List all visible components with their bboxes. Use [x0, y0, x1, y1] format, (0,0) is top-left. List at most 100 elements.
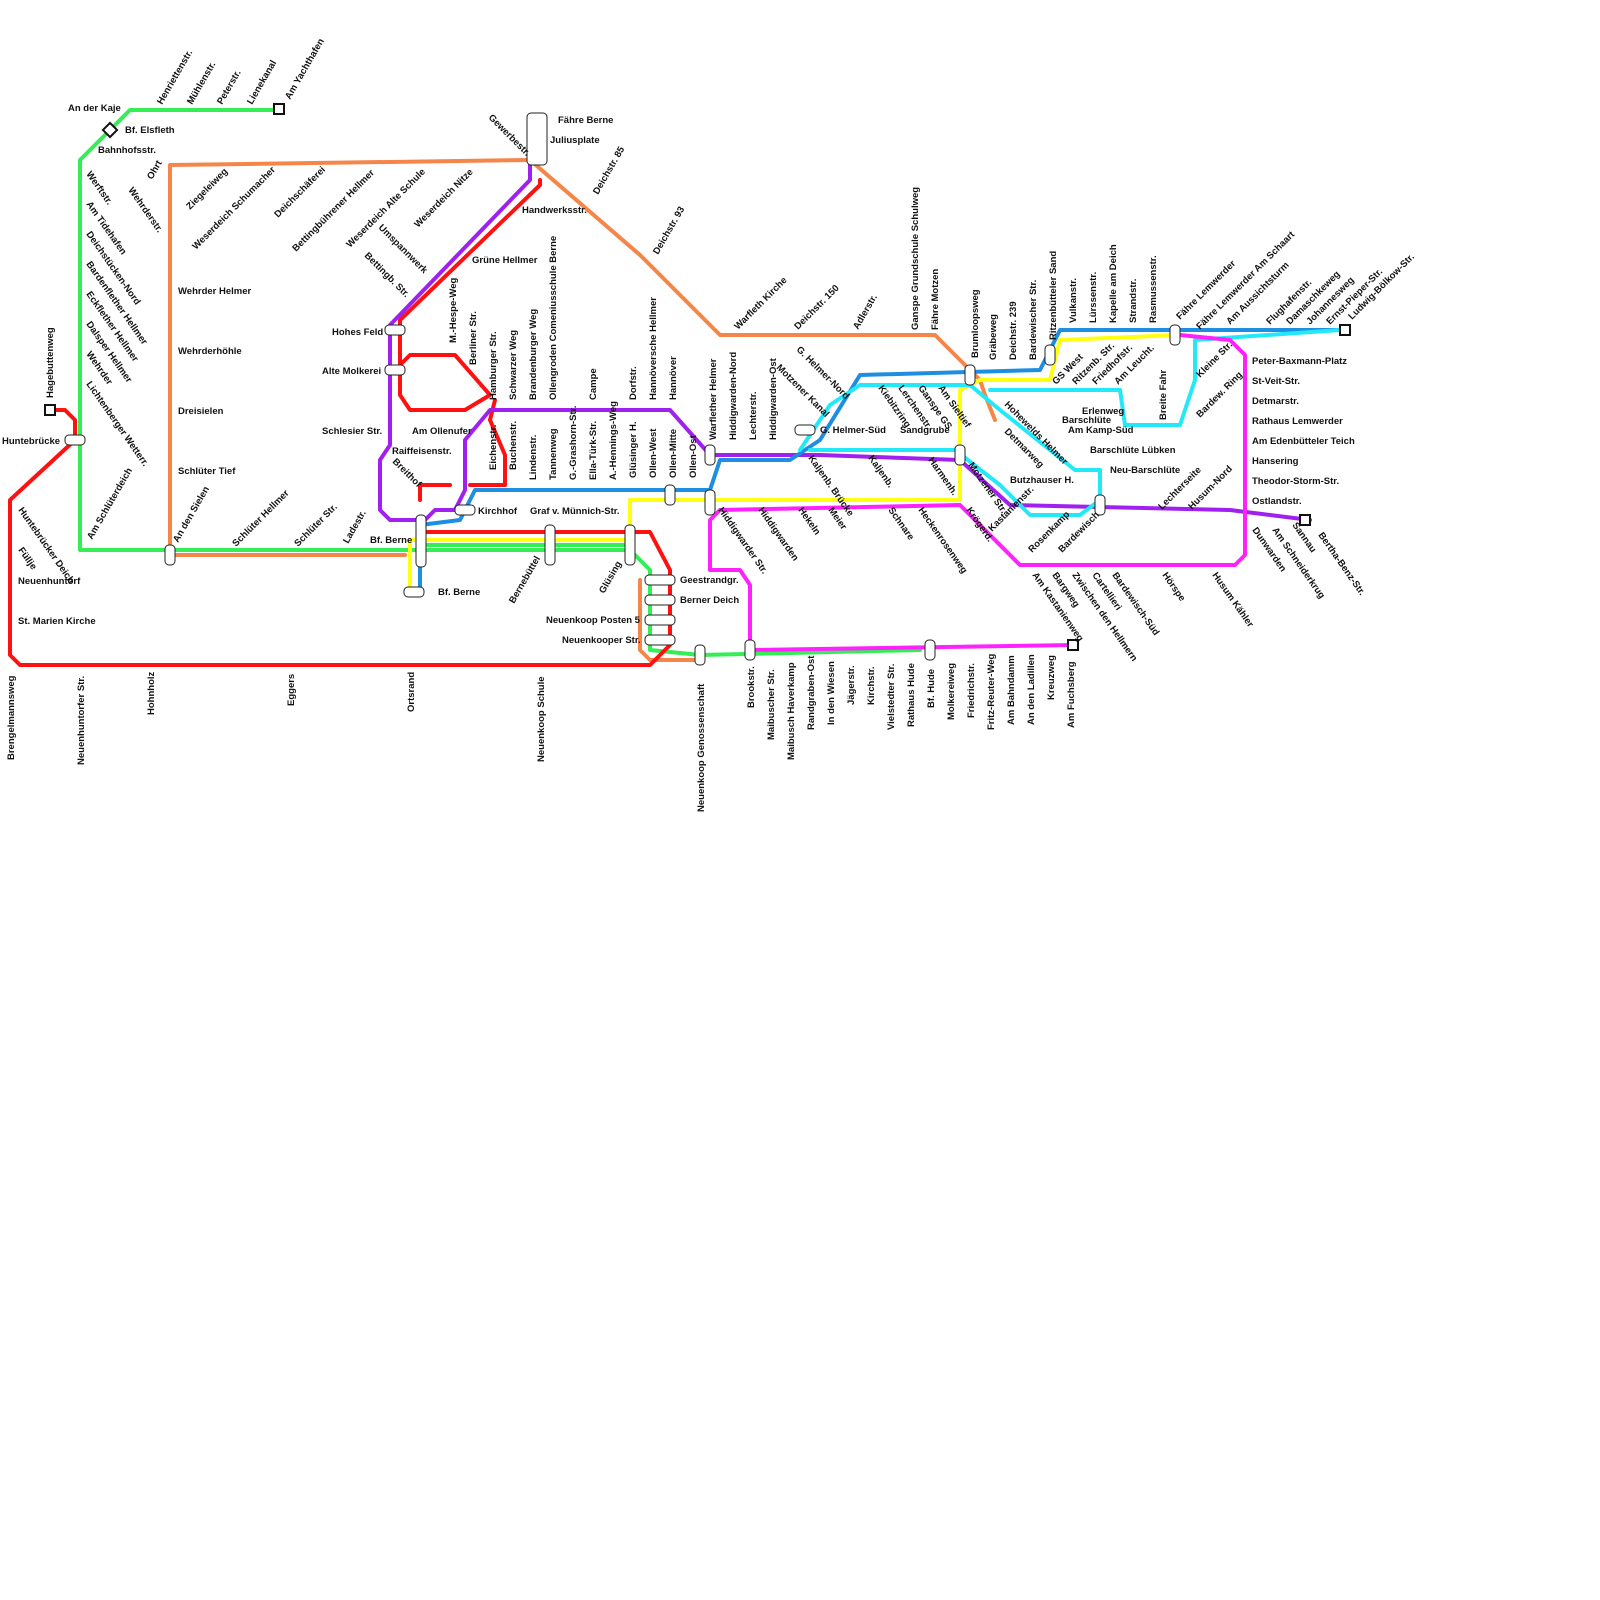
label-ollengroden: Ollengroden Comeniusschule Berne: [548, 236, 559, 400]
label-geestrandgr: Geestrandgr.: [680, 575, 739, 586]
yellow-line: [408, 333, 1182, 592]
label-muehlenstr: Mühlenstr.: [185, 60, 218, 107]
label-berliner-str: Berliner Str.: [468, 311, 479, 365]
label-bf-elsfleth: Bf. Elsfleth: [125, 125, 175, 136]
station-alte-molkerei[interactable]: [384, 364, 406, 376]
label-buchenstr: Buchenstr.: [508, 421, 519, 470]
label-schlueter-str: Schlüter Str.: [292, 502, 339, 549]
label-wehrder-helmer: Wehrder Helmer: [178, 286, 252, 297]
label-bf-berne-2: Bf. Berne: [438, 587, 480, 598]
station-berner-deich[interactable]: [644, 594, 676, 606]
label-am-ollenufer: Am Ollenufer: [412, 426, 472, 437]
label-an-den-ladillen: An den Ladillen: [1026, 654, 1037, 725]
label-brengelmannsweg: Brengelmannsweg: [6, 675, 17, 760]
station-hiddigwarder-str[interactable]: [704, 489, 716, 516]
station-brookstr[interactable]: [744, 639, 756, 661]
terminus-am-fuchsberg[interactable]: [1067, 639, 1079, 651]
label-gluesinger-h: Glüsinger H.: [628, 422, 639, 478]
label-hoerspe: Hörspe: [1160, 570, 1188, 603]
label-hekeln: Hekeln: [796, 505, 823, 537]
label-neuenkoop-schule: Neuenkoop Schule: [536, 676, 547, 762]
label-ohrt: Ohrt: [145, 158, 165, 182]
label-dorfstr: Dorfstr.: [628, 366, 639, 400]
station-ritzenbuetteler-sand[interactable]: [1044, 344, 1056, 366]
label-hannoever: Hannöver: [668, 356, 679, 400]
label-am-edenbuetteler: Am Edenbütteler Teich: [1252, 436, 1355, 447]
label-deichstr-93: Deichstr. 93: [651, 205, 687, 257]
label-lechterstr: Lechterstr.: [748, 391, 759, 440]
terminus-ludwig-boelkow[interactable]: [1339, 324, 1351, 336]
station-neuenkoop-genossenschaft[interactable]: [694, 644, 706, 666]
label-theodor-storm: Theodor-Storm-Str.: [1252, 476, 1339, 487]
label-brandenburger-weg: Brandenburger Weg: [528, 309, 539, 400]
label-schlesier-str: Schlesier Str.: [322, 426, 382, 437]
label-sandgrube: Sandgrube: [900, 425, 950, 436]
terminus-am-yachthafen[interactable]: [273, 103, 285, 115]
label-butzhauser-h: Butzhauser H.: [1010, 475, 1074, 486]
label-deichschaeferei: Deichschäferei: [272, 165, 328, 221]
station-hohes-feld[interactable]: [384, 324, 406, 336]
station-kirchhof[interactable]: [454, 504, 476, 516]
red-line: [8, 408, 672, 667]
label-schlueter-tief: Schlüter Tief: [178, 466, 236, 477]
label-ella-tuerk: Ella-Türk-Str.: [588, 421, 599, 480]
station-faehre-lemwerder[interactable]: [1169, 324, 1181, 346]
red-line-north: [398, 178, 542, 412]
label-randgraben-ost: Randgraben-Ost: [806, 655, 817, 730]
station-g-helmer-sued[interactable]: [794, 424, 816, 436]
label-hohes-feld: Hohes Feld: [332, 327, 383, 338]
green-line: [78, 108, 922, 657]
label-fuellje: Füllje: [16, 545, 39, 572]
station-bf-hude[interactable]: [924, 639, 936, 661]
station-juliusplate[interactable]: [526, 112, 548, 166]
station-neuenkooper-str[interactable]: [644, 634, 676, 646]
label-graf-v-muennich: Graf v. Münnich-Str.: [530, 506, 620, 517]
label-am-schluesterdeich: Am Schlüterdeich: [85, 466, 135, 542]
label-lienekanal: Lienekanal: [245, 58, 279, 106]
label-deichstr-239: Deichstr. 239: [1008, 301, 1019, 360]
station-bf-berne[interactable]: [415, 514, 427, 568]
station-gluesing[interactable]: [624, 524, 636, 566]
label-kirchhof: Kirchhof: [478, 506, 518, 517]
label-lindenstr: Lindenstr.: [528, 435, 539, 480]
label-an-der-kaje: An der Kaje: [68, 103, 121, 114]
label-juliusplate: Juliusplate: [550, 135, 600, 146]
station-geestrandgr[interactable]: [644, 574, 676, 586]
label-barschluete-luebken: Barschlüte Lübken: [1090, 445, 1176, 456]
station-an-den-sielen[interactable]: [164, 544, 176, 566]
label-dreisielen: Dreisielen: [178, 406, 224, 417]
station-bernebuettel[interactable]: [544, 524, 556, 566]
station-bf-berne-2[interactable]: [403, 586, 425, 598]
stop-markers: [44, 103, 1351, 666]
label-faehre-motzen: Fähre Motzen: [930, 269, 941, 330]
label-fritz-reuter: Fritz-Reuter-Weg: [986, 653, 997, 730]
station-warflether-helmer[interactable]: [704, 444, 716, 466]
station-brumloopsweg[interactable]: [964, 364, 976, 386]
label-hiddigwarden: Hiddigwarden: [756, 505, 801, 563]
label-kreuzweg: Kreuzweg: [1046, 655, 1057, 700]
label-hiddigwarden-nord: Hiddigwarden-Nord: [728, 352, 739, 440]
label-g-grashorn: G.-Grashorn-Str.: [568, 406, 579, 480]
label-ollen-mitte: Ollen-Mitte: [668, 429, 679, 478]
label-ladestr: Ladestr.: [341, 508, 369, 545]
station-huntebruecke[interactable]: [64, 434, 86, 446]
label-berner-deich: Berner Deich: [680, 595, 739, 606]
label-breite-fahr: Breite Fahr: [1158, 370, 1169, 420]
station-neuenkoop-posten-5[interactable]: [644, 614, 676, 626]
label-molkereiweg: Molkereiweg: [946, 663, 957, 720]
label-luerssenstr: Lürssenstr.: [1088, 272, 1099, 323]
label-ostlandstr: Ostlandstr.: [1252, 496, 1302, 507]
label-warfleth-kirche: Warfleth Kirche: [732, 275, 789, 332]
label-bahnhofsstr: Bahnhofsstr.: [98, 145, 156, 156]
label-neuenhuntorfer-str: Neuenhuntorfer Str.: [76, 676, 87, 765]
label-friedrichstr: Friedrichstr.: [966, 663, 977, 718]
terminus-hagebuttenweg[interactable]: [44, 404, 56, 416]
station-ollen-mitte[interactable]: [664, 484, 676, 506]
label-lichtenberger: Lichtenberger Wetterr.: [84, 379, 151, 468]
terminus-bertha-benz[interactable]: [1299, 514, 1311, 526]
label-kirchstr: Kirchstr.: [866, 666, 877, 705]
label-hagebuttenweg: Hagebuttenweg: [45, 327, 56, 398]
station-sandgrube[interactable]: [954, 444, 966, 466]
station-bardewisch[interactable]: [1094, 494, 1106, 516]
station-bf-elsfleth[interactable]: [101, 121, 119, 139]
